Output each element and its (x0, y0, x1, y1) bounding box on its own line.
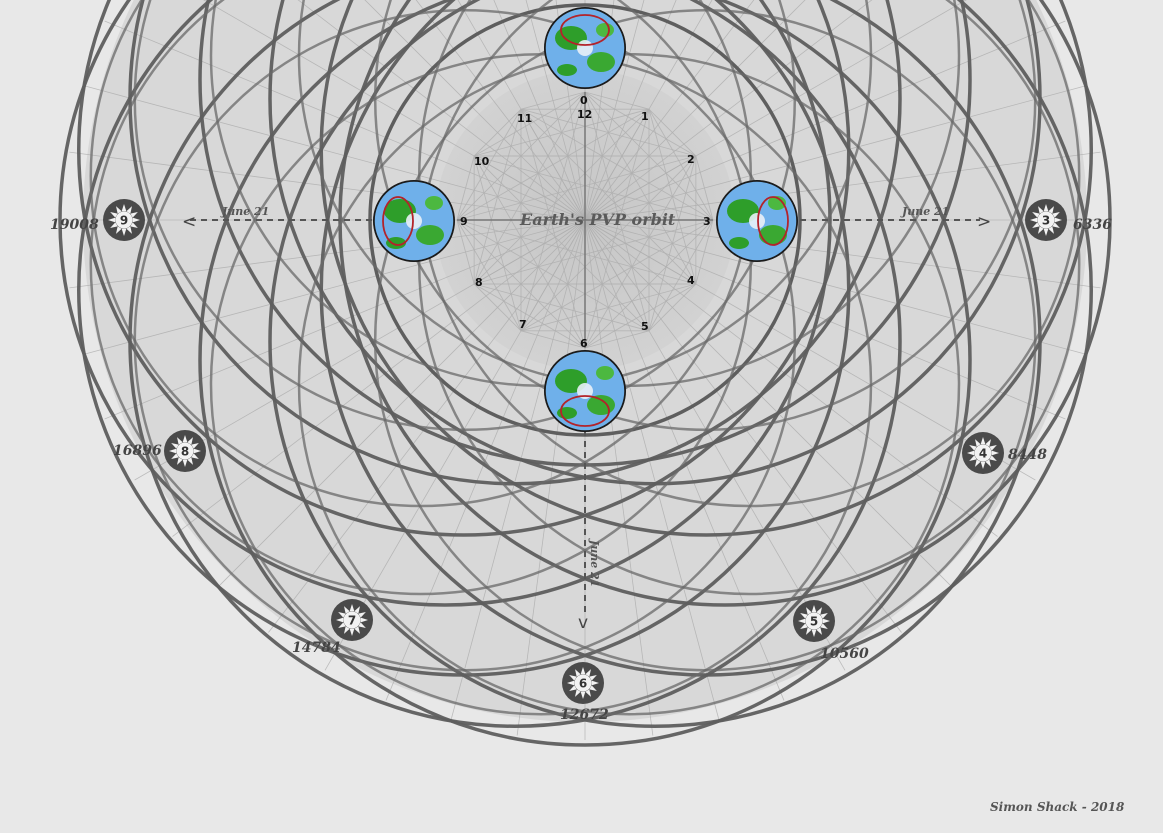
sun-marker-6: 6 (562, 662, 604, 704)
sun-marker-5: 5 (793, 600, 835, 642)
month-marker-5: 5 (641, 320, 649, 333)
month-marker-2: 2 (687, 153, 695, 166)
year-label-3: 6336 (1073, 217, 1112, 233)
sun-marker-8: 8 (164, 430, 206, 472)
year-label-7: 14784 (292, 640, 341, 656)
month-marker-3: 3 (703, 215, 711, 228)
sun-orbit-circles (58, 0, 1112, 747)
earth-globe-left (373, 180, 455, 262)
sun-marker-7: 7 (331, 599, 373, 641)
june-label-left: June 21 (220, 205, 269, 218)
year-label-9: 19008 (50, 217, 99, 233)
year-label-5: 10560 (820, 646, 869, 662)
year-label-8: 16896 (113, 443, 162, 459)
month-marker-11: 11 (517, 112, 532, 125)
earth-globe-bottom (544, 350, 626, 432)
direction-lines: < > v (182, 212, 991, 633)
earth-globes (373, 7, 798, 432)
sun-number: 8 (181, 445, 189, 459)
sun-number: 3 (1042, 214, 1050, 228)
month-marker-9: 9 (460, 215, 468, 228)
month-marker-4: 4 (687, 274, 695, 287)
month-markers: 0 12 1 2 3 4 5 6 7 8 9 10 11 (460, 94, 711, 350)
sun-number: 4 (979, 447, 987, 461)
sun-number: 6 (579, 677, 587, 691)
sun-marker-9: 9 (103, 199, 145, 241)
earth-globe-top (544, 7, 626, 89)
credit-text: Simon Shack - 2018 (990, 800, 1125, 814)
year-label-4: 8448 (1008, 447, 1047, 463)
month-marker-1: 1 (641, 110, 649, 123)
sun-marker-3: 3 (1025, 199, 1067, 241)
arrow-right-icon: > (977, 212, 991, 232)
year-labels: 6336 8448 10560 12672 14784 16896 19008 (50, 217, 1112, 723)
month-marker-8: 8 (475, 276, 483, 289)
month-marker-0: 0 (580, 94, 588, 107)
month-marker-12: 12 (577, 108, 592, 121)
june-label-bottom: June 21 (588, 538, 601, 587)
month-marker-10: 10 (474, 155, 490, 168)
sun-marker-4: 4 (962, 432, 1004, 474)
orbit-title: Earth's PVP orbit (519, 210, 676, 229)
inner-web (456, 91, 714, 349)
year-label-6: 12672 (560, 707, 609, 723)
arrow-down-icon: v (578, 613, 588, 633)
sun-number: 9 (120, 214, 128, 228)
arrow-left-icon: < (182, 212, 196, 232)
sun-number: 7 (348, 614, 356, 628)
earth-globe-right (716, 180, 798, 262)
sun-markers: 3 4 5 6 7 8 9 (103, 199, 1067, 704)
sun-number: 5 (810, 615, 818, 629)
june-label-right: June 21 (900, 205, 949, 218)
month-marker-7: 7 (519, 318, 527, 331)
month-marker-6: 6 (580, 337, 588, 350)
